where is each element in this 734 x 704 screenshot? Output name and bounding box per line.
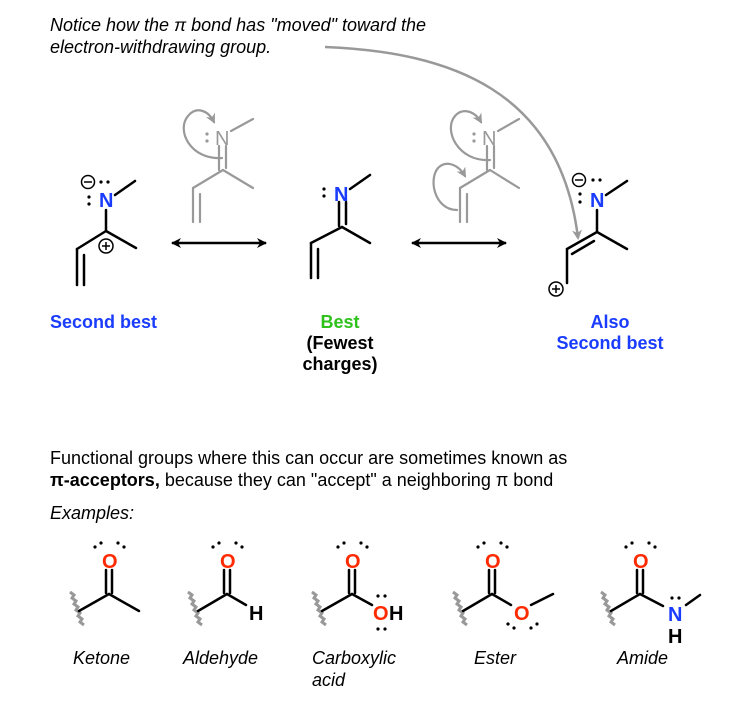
label-amide: Amide xyxy=(617,648,669,668)
label-ketone: Ketone xyxy=(73,648,131,668)
curved-arrow-icon xyxy=(324,45,582,240)
faded-structure-2 xyxy=(432,110,521,224)
oxygen-atom: O xyxy=(345,551,361,573)
hydrogen-atom: H xyxy=(389,603,403,625)
lone-pair-dots-icon xyxy=(322,187,326,198)
structure-right xyxy=(565,179,629,285)
amide-structure: O N H xyxy=(600,541,702,648)
label-second-best: Second best xyxy=(50,312,158,332)
label-aldehyde: Aldehyde xyxy=(183,648,259,668)
nitrogen-atom-center: N xyxy=(334,184,348,206)
oxygen-atom: O xyxy=(220,551,236,573)
pi-acceptor-paragraph: Functional groups where this can occur a… xyxy=(50,448,568,490)
note-line-2: electron-withdrawing group. xyxy=(50,37,272,57)
label-ester: Ester xyxy=(474,648,517,668)
nitrogen-atom: N xyxy=(668,604,682,626)
hydrogen-atom: H xyxy=(249,603,263,625)
charge-minus-icon xyxy=(80,174,96,190)
structure-center xyxy=(309,173,372,280)
carboxylic-acid-structure: O O H xyxy=(311,541,403,631)
examples-heading: Examples: xyxy=(50,503,135,523)
faded-nitrogen-1: N xyxy=(215,128,229,150)
charge-plus-icon xyxy=(548,281,564,297)
faded-structure-1 xyxy=(182,109,255,224)
oxygen-atom: O xyxy=(102,551,118,573)
nitrogen-atom-right: N xyxy=(590,190,604,212)
oxygen-atom: O xyxy=(633,551,649,573)
structure-left xyxy=(75,179,138,287)
label-carboxylic-acid: Carboxylic acid xyxy=(312,648,397,690)
faded-nitrogen-2: N xyxy=(482,128,496,150)
note-text: Notice how the π bond has "moved" toward… xyxy=(50,14,426,58)
oxygen-atom: O xyxy=(485,551,501,573)
ester-structure: O O xyxy=(452,541,555,630)
charge-plus-icon xyxy=(98,238,114,254)
lone-pair-dots-icon xyxy=(87,180,110,206)
ketone-structure: O xyxy=(69,541,141,627)
aldehyde-structure: O H xyxy=(187,541,263,627)
pi-acceptors-term: π-acceptors, xyxy=(50,470,160,490)
label-best: Best (Fewest charges) xyxy=(302,312,378,374)
nitrogen-atom-left: N xyxy=(99,190,113,212)
hydrogen-atom: H xyxy=(668,626,682,648)
label-also-second-best: Also Second best xyxy=(556,312,664,353)
hydroxyl-oxygen-atom: O xyxy=(373,603,389,625)
note-line-1: Notice how the π bond has "moved" toward… xyxy=(50,15,427,35)
charge-minus-icon xyxy=(571,172,587,188)
ester-oxygen-atom: O xyxy=(514,603,530,625)
lone-pair-dots-icon xyxy=(578,178,602,204)
